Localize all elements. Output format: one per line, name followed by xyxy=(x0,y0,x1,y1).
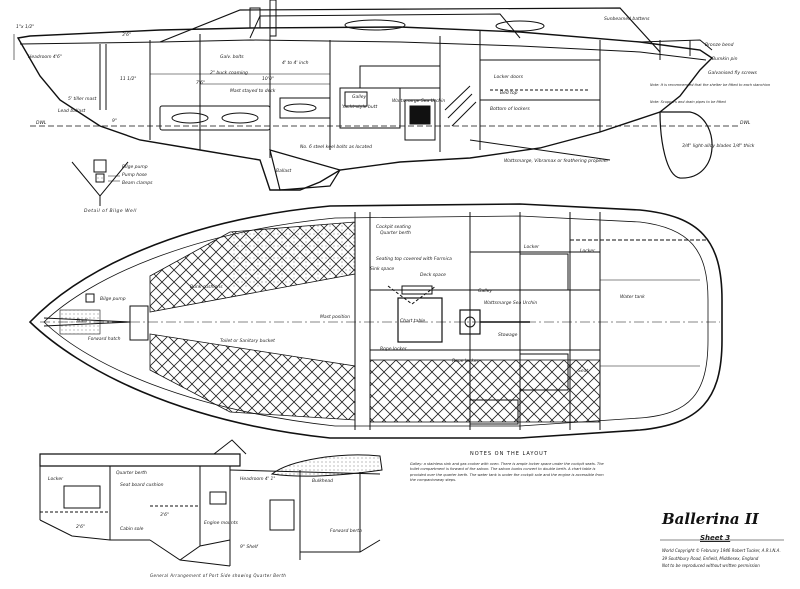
hatch-detail xyxy=(270,454,383,477)
section-label: Engine mounts xyxy=(204,521,238,526)
plan-label: Bilge pump xyxy=(100,297,126,302)
section-label: Seat board cushion xyxy=(120,483,164,488)
notes-text: Galley: a stainless sink and gas cooker … xyxy=(410,462,604,483)
plan-label: Rope locker xyxy=(380,347,407,352)
profile-label: Galvanised fly screws xyxy=(708,71,757,76)
section-label: 9" Shelf xyxy=(240,545,258,550)
section-label: 2'6" xyxy=(76,525,86,530)
profile-label: Sunbeamed battens xyxy=(604,17,650,22)
plan-label: Deck space xyxy=(420,273,446,278)
section-label: Locker xyxy=(48,477,63,482)
profile-label: 4' to 4' inch xyxy=(282,61,309,66)
detail-caption: Detail of Bilge Well xyxy=(84,209,137,214)
profile-label: Locker doors xyxy=(494,75,523,80)
sheet-number: Sheet 3 xyxy=(700,534,731,542)
reproduction-line: Not to be reproduced without written per… xyxy=(662,563,760,568)
profile-label: Lead ballast xyxy=(58,109,86,114)
section-label: Bulkhead xyxy=(312,479,334,484)
profile-label: Galv. bolts xyxy=(220,55,244,60)
address-line: 39 Southbury Road, Enfield, Middlesex, E… xyxy=(662,556,759,561)
notes-title: NOTES ON THE LAYOUT xyxy=(470,451,548,457)
hull-plan-outline xyxy=(28,203,723,439)
detail-label: Bilge pump xyxy=(122,165,148,170)
profile-label: Wattsmarge, Vibramax or feathering prope… xyxy=(504,159,609,164)
profile-label: 9" xyxy=(112,119,117,124)
profile-label: 10'0" xyxy=(262,77,274,82)
plan-label: Bunk cushions xyxy=(190,285,223,290)
profile-label: DWL xyxy=(36,121,47,126)
profile-label: 7'6" xyxy=(196,81,206,86)
section-label: Headroom 4' 1" xyxy=(240,477,276,482)
profile-label: Mast stayed to deck xyxy=(230,89,276,94)
profile-label: 3'6" xyxy=(122,33,132,38)
rudder xyxy=(659,111,713,179)
profile-label: 2" buck coaming xyxy=(210,71,248,76)
profile-label: 1"x 1/2" xyxy=(16,25,35,30)
profile-label: Bottom of lockers xyxy=(490,107,530,112)
copyright-line: World Copyright © February 1946 Robert T… xyxy=(662,548,781,553)
hull-profile xyxy=(16,26,714,191)
profile-label: Bed top xyxy=(500,91,518,96)
profile-label: Galley xyxy=(352,95,367,100)
section-label: 3'6" xyxy=(160,513,170,518)
section-label: Cabin sole xyxy=(120,527,144,532)
plan-label: Mast position xyxy=(320,315,351,320)
plan-label: Galley xyxy=(478,289,493,294)
profile-label: Note: Scuppers and drain pipes to be fit… xyxy=(650,100,726,104)
profile-label: 11 1/2" xyxy=(120,77,137,82)
section-label: Forward berth xyxy=(330,529,362,534)
plan-label: Wattsmarge Sea Urchin xyxy=(484,301,538,306)
boat-name-title: Ballerina II xyxy=(662,510,759,528)
profile-label: Note: It is recommended that the shelter… xyxy=(650,83,771,87)
detail-label: Beam clamps xyxy=(122,181,153,186)
plan-label: Toilet or Sanitary bucket xyxy=(220,339,275,344)
plan-label: Locker xyxy=(580,249,595,254)
profile-label: DWL xyxy=(740,121,751,126)
profile-label: Headroom 4'6" xyxy=(28,55,62,60)
plan-label: Forward hatch xyxy=(88,337,121,342)
profile-label: Bumkin pin xyxy=(712,57,738,62)
plan-label: Chart table xyxy=(400,319,426,324)
plan-label: Quarter berth xyxy=(380,231,411,236)
bilge-well-detail xyxy=(71,159,129,206)
profile-label: 5' tiller mast xyxy=(68,97,97,102)
detail-label: Pump hose xyxy=(122,173,147,178)
plan-label: Seat xyxy=(578,369,589,374)
plan-label: Rope locker xyxy=(452,359,479,364)
plan-label: Locker xyxy=(524,245,539,250)
profile-label: 3/4" light-alloy blades 1/4" thick xyxy=(682,144,755,149)
plan-label: Sink space xyxy=(370,267,395,272)
section-caption: General Arrangement of Port Side showing… xyxy=(150,573,287,578)
plan-label: Shelf xyxy=(76,319,88,324)
plan-label: Stowage xyxy=(498,333,518,338)
profile-label: No. 6 steel keel bolts as located xyxy=(300,145,372,150)
plan-label: Water tank xyxy=(620,295,645,300)
plan-label: Seating top covered with Formica xyxy=(376,257,452,262)
profile-label: Yacht-style butt xyxy=(342,105,378,110)
plan-label: Cockpit seating xyxy=(376,225,411,230)
section-label: Quarter berth xyxy=(116,471,147,476)
profile-label: Bronze bend xyxy=(705,43,734,48)
deck-plan xyxy=(28,203,723,439)
profile-label: Ballast xyxy=(276,169,292,174)
profile-view xyxy=(13,0,740,191)
profile-label: Wattsmarge Sea Urchin xyxy=(392,99,446,104)
